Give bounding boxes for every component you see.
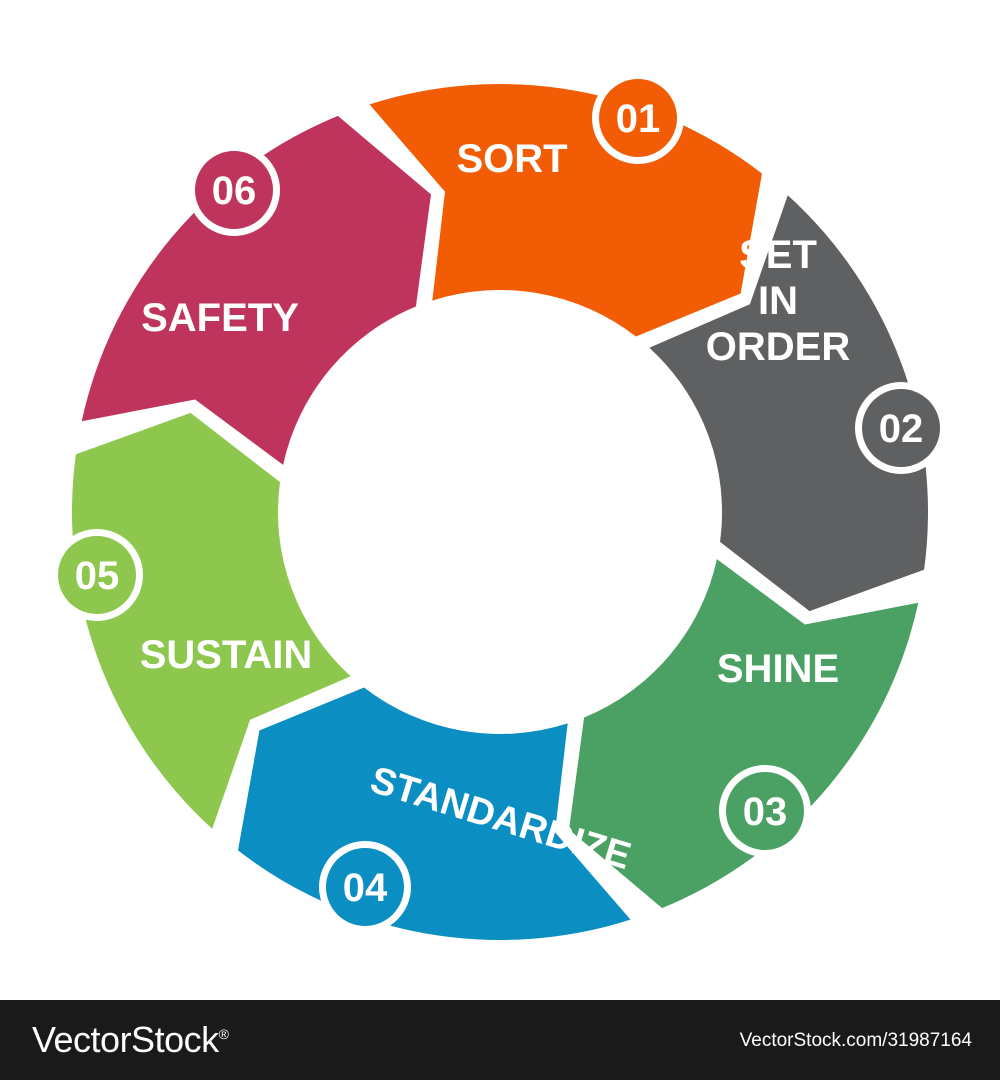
- segment-label-line: SORT: [456, 137, 567, 181]
- watermark-footer: VectorStock® VectorStock.com/31987164: [0, 1000, 1000, 1080]
- badge-number: 06: [212, 169, 257, 213]
- segment-label-03: SHINE: [717, 647, 839, 691]
- step-badge-02: 02: [855, 382, 947, 474]
- segment-label-line: SET: [739, 233, 817, 277]
- badge-number: 01: [616, 97, 661, 141]
- step-badge-06: 06: [188, 144, 280, 236]
- segment-02: [649, 195, 929, 612]
- segment-05: [71, 412, 351, 829]
- segment-label-line: IN: [758, 279, 798, 323]
- badge-number: 02: [879, 407, 924, 451]
- segment-label-01: SORT: [456, 137, 567, 181]
- step-badge-03: 03: [719, 765, 811, 857]
- badge-disc: [726, 772, 804, 850]
- badge-disc: [599, 79, 677, 157]
- badge-disc: [195, 151, 273, 229]
- segment-label-line: SHINE: [717, 647, 839, 691]
- watermark-brand-text: VectorStock: [32, 1019, 219, 1060]
- badge-number: 04: [343, 866, 388, 910]
- badge-disc: [862, 389, 940, 467]
- badge-disc: [326, 848, 404, 926]
- watermark-reference: VectorStock.com/31987164: [739, 1030, 972, 1051]
- step-badge-05: 05: [51, 529, 143, 621]
- watermark-registered-mark: ®: [218, 1026, 229, 1042]
- step-badge-01: 01: [592, 72, 684, 164]
- badge-number: 05: [75, 554, 120, 598]
- badge-number: 03: [743, 790, 788, 834]
- segment-label-line: SUSTAIN: [140, 633, 313, 677]
- step-badge-04: 04: [319, 841, 411, 933]
- badge-disc: [58, 536, 136, 614]
- segment-03: [569, 559, 919, 909]
- segment-06: [81, 115, 431, 465]
- segment-label-line: SAFETY: [141, 296, 299, 340]
- watermark-logo: VectorStock®: [32, 1019, 229, 1061]
- segment-label-line: ORDER: [706, 325, 851, 369]
- segment-label-05: SUSTAIN: [140, 633, 313, 677]
- segment-label-06: SAFETY: [141, 296, 299, 340]
